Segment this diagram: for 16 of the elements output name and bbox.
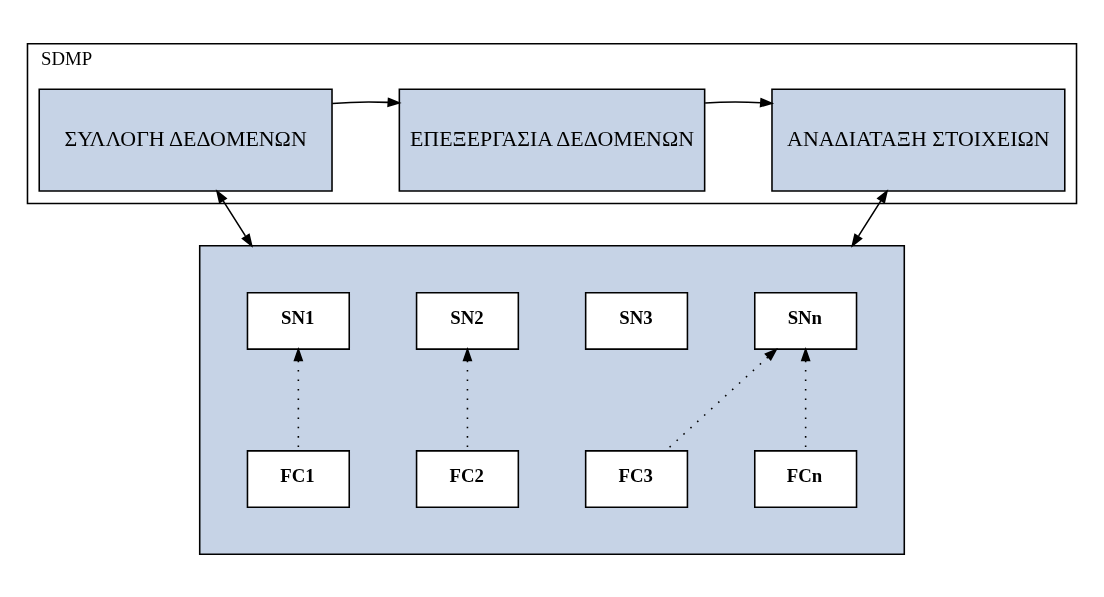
node-box: SNn (753, 291, 858, 350)
arrow (851, 188, 889, 248)
node-box: ΑΝΑΔΙΑΤΑΞΗ ΣΤΟΙΧΕΙΩΝ (771, 87, 1066, 192)
node-box: SN1 (246, 291, 351, 350)
arrow (215, 188, 253, 248)
node-box: SN3 (584, 291, 689, 350)
node-box: FC1 (246, 449, 351, 508)
node-box: ΣΥΛΛΟΓΗ ΔΕΔΟΜΕΝΩΝ (38, 87, 333, 192)
arrow (331, 96, 402, 107)
node-box: FC2 (415, 449, 520, 508)
node-box: SN2 (415, 291, 520, 350)
node-box: FC3 (584, 449, 689, 508)
arrow (704, 97, 775, 108)
cluster (198, 244, 906, 555)
node-box: ΕΠΕΞΕΡΓΑΣΙΑ ΔΕΔΟΜΕΝΩΝ (398, 87, 706, 192)
node-box: FCn (753, 449, 858, 508)
